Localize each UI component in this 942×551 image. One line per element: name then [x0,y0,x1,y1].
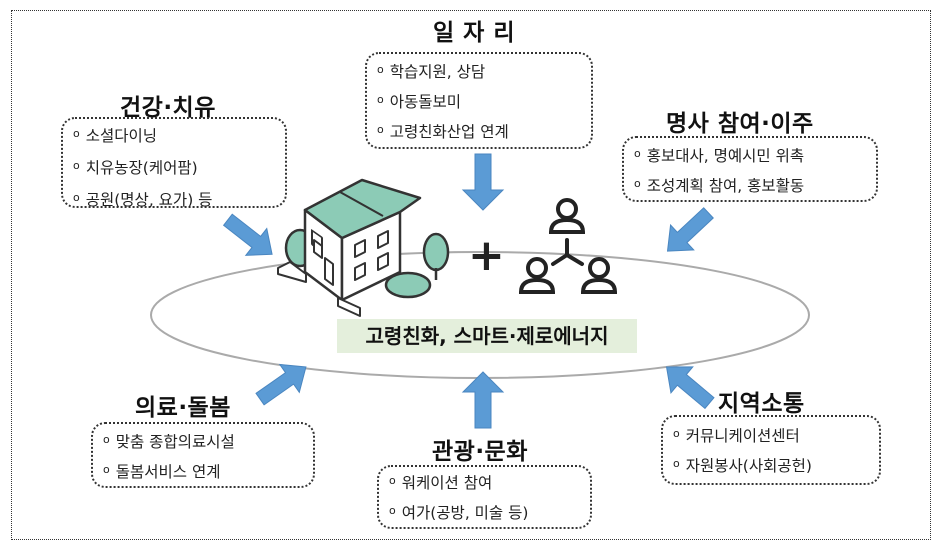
title-community: 지역소통 [718,391,805,417]
title-medical: 의료·돌봄 [135,395,231,421]
house-icon [277,178,450,317]
arrow-from-jobs [461,153,505,211]
arrow-from-tourism [461,371,505,429]
diagram-frame [11,10,931,540]
title-health: 건강·치유 [120,95,216,121]
arrow-from-health [222,213,273,256]
title-tourism: 관광·문화 [432,439,528,465]
people-network-icon [518,198,618,294]
title-participation: 명사 참여·이주 [666,111,814,137]
center-label: 고령친화, 스마트·제로에너지 [337,319,637,353]
title-jobs: 일 자 리 [433,20,515,46]
arrow-from-participation [666,207,714,252]
plus-sign: + [468,230,505,281]
arrow-from-medical [255,363,307,406]
arrow-from-community [665,366,715,410]
